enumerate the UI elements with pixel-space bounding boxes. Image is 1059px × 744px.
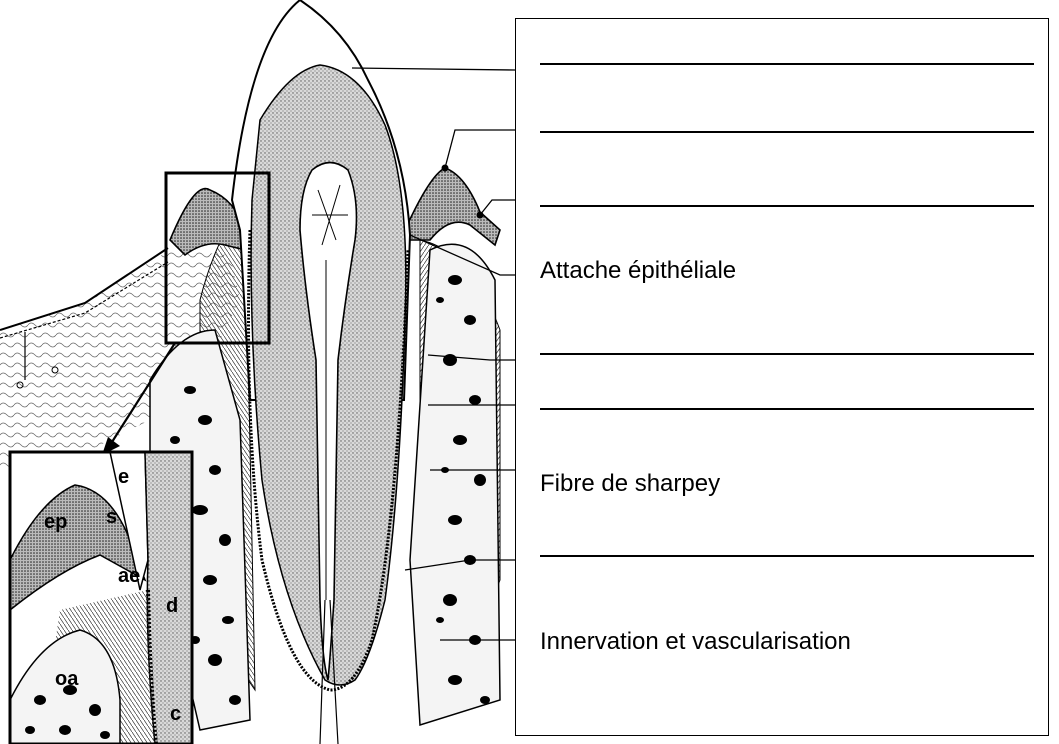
label-fibre-de-sharpey: Fibre de sharpey — [540, 472, 720, 496]
inset-letter-s: s — [106, 506, 117, 528]
blank-line-5 — [540, 408, 1034, 410]
blank-line-2 — [540, 131, 1034, 133]
inset-letter-e: e — [118, 466, 129, 488]
tooth — [232, 0, 410, 744]
inset-letter-c: c — [170, 703, 181, 725]
inset-letter-ae: ae — [118, 565, 140, 587]
inset-letter-d: d — [166, 595, 178, 617]
blank-line-4 — [540, 353, 1034, 355]
label-innervation-vascularisation: Innervation et vascularisation — [540, 630, 851, 654]
inset-enlargement: e ep s ae d oa c — [10, 452, 192, 744]
inset-letter-oa: oa — [55, 668, 79, 690]
inset-letter-ep: ep — [44, 511, 67, 533]
blank-line-1 — [540, 63, 1034, 65]
label-panel: Attache épithéliale Fibre de sharpey Inn… — [515, 18, 1049, 736]
label-attache-epitheliale: Attache épithéliale — [540, 259, 736, 283]
blank-line-3 — [540, 205, 1034, 207]
blank-line-6 — [540, 555, 1034, 557]
gingiva-right — [405, 165, 500, 246]
